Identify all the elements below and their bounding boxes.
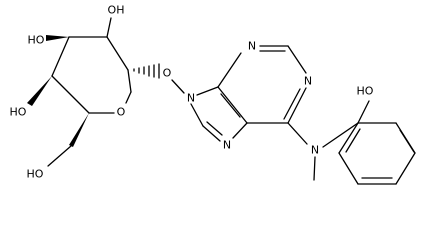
bond-c5-c4 bbox=[217, 86, 248, 124]
bond-c6-oh bbox=[47, 145, 72, 167]
label-oh-c4: HO bbox=[10, 106, 27, 119]
bond-ph1-ohphenol bbox=[357, 100, 370, 124]
label-oh-phenol: HO bbox=[357, 85, 374, 98]
label-n3: N bbox=[248, 40, 256, 53]
label-n7: N bbox=[223, 139, 231, 152]
label-oh-c3: HO bbox=[28, 34, 45, 47]
bond-c5-c6-wedge bbox=[69, 113, 89, 147]
bond-c3-c4 bbox=[51, 36, 70, 77]
bond-c4-n3 bbox=[217, 52, 242, 88]
bond-n7-c5 bbox=[232, 122, 248, 139]
bond-n1-c6-double bbox=[283, 88, 301, 120]
bond-oring-c1b bbox=[127, 69, 132, 93]
bond-oglyco-n9 bbox=[171, 79, 185, 94]
label-o-glyco: O bbox=[163, 67, 172, 80]
bond-c5-c4-double bbox=[220, 93, 241, 118]
bond-c1-oglyco-hash bbox=[133, 63, 160, 79]
bond-ph3-ph4 bbox=[395, 152, 416, 185]
bond-c2-oh bbox=[106, 17, 112, 38]
bond-namine-phenyl bbox=[322, 122, 359, 148]
bonds bbox=[27, 17, 416, 185]
bond-ph2-ph3-double bbox=[399, 129, 415, 153]
label-n9: N bbox=[187, 92, 195, 105]
label-n1: N bbox=[304, 75, 312, 88]
bond-c4-c5 bbox=[51, 75, 90, 114]
bond-ph6-ph1-double bbox=[345, 128, 361, 153]
bond-c8-n7-double bbox=[206, 121, 223, 136]
bond-ph6-ph1 bbox=[338, 122, 359, 154]
label-oh-c2: OH bbox=[108, 4, 125, 17]
bond-c2-n1 bbox=[287, 45, 307, 74]
bond-c3-oh-wedge bbox=[46, 35, 69, 41]
bond-n1-c6 bbox=[287, 87, 307, 124]
chemical-structure: OH HO HO O HO O N N N N N HO bbox=[10, 4, 416, 185]
bond-namine-methyl bbox=[313, 156, 316, 181]
bond-ph5-ph6 bbox=[338, 152, 359, 185]
label-oh-c6: HO bbox=[27, 168, 44, 181]
bond-n9-c4 bbox=[196, 86, 219, 96]
atom-labels: OH HO HO O HO O N N N N N HO bbox=[10, 4, 374, 181]
label-o-ring: O bbox=[117, 106, 126, 119]
bond-n9-c8 bbox=[190, 103, 204, 127]
bond-c6-namine bbox=[287, 122, 308, 145]
bond-c1-c2 bbox=[106, 36, 129, 71]
bond-c4-oh-wedge bbox=[27, 76, 52, 106]
bond-c8-n7 bbox=[202, 125, 221, 142]
label-n-amine: N bbox=[311, 144, 319, 157]
bond-oring-c1 bbox=[125, 91, 132, 104]
